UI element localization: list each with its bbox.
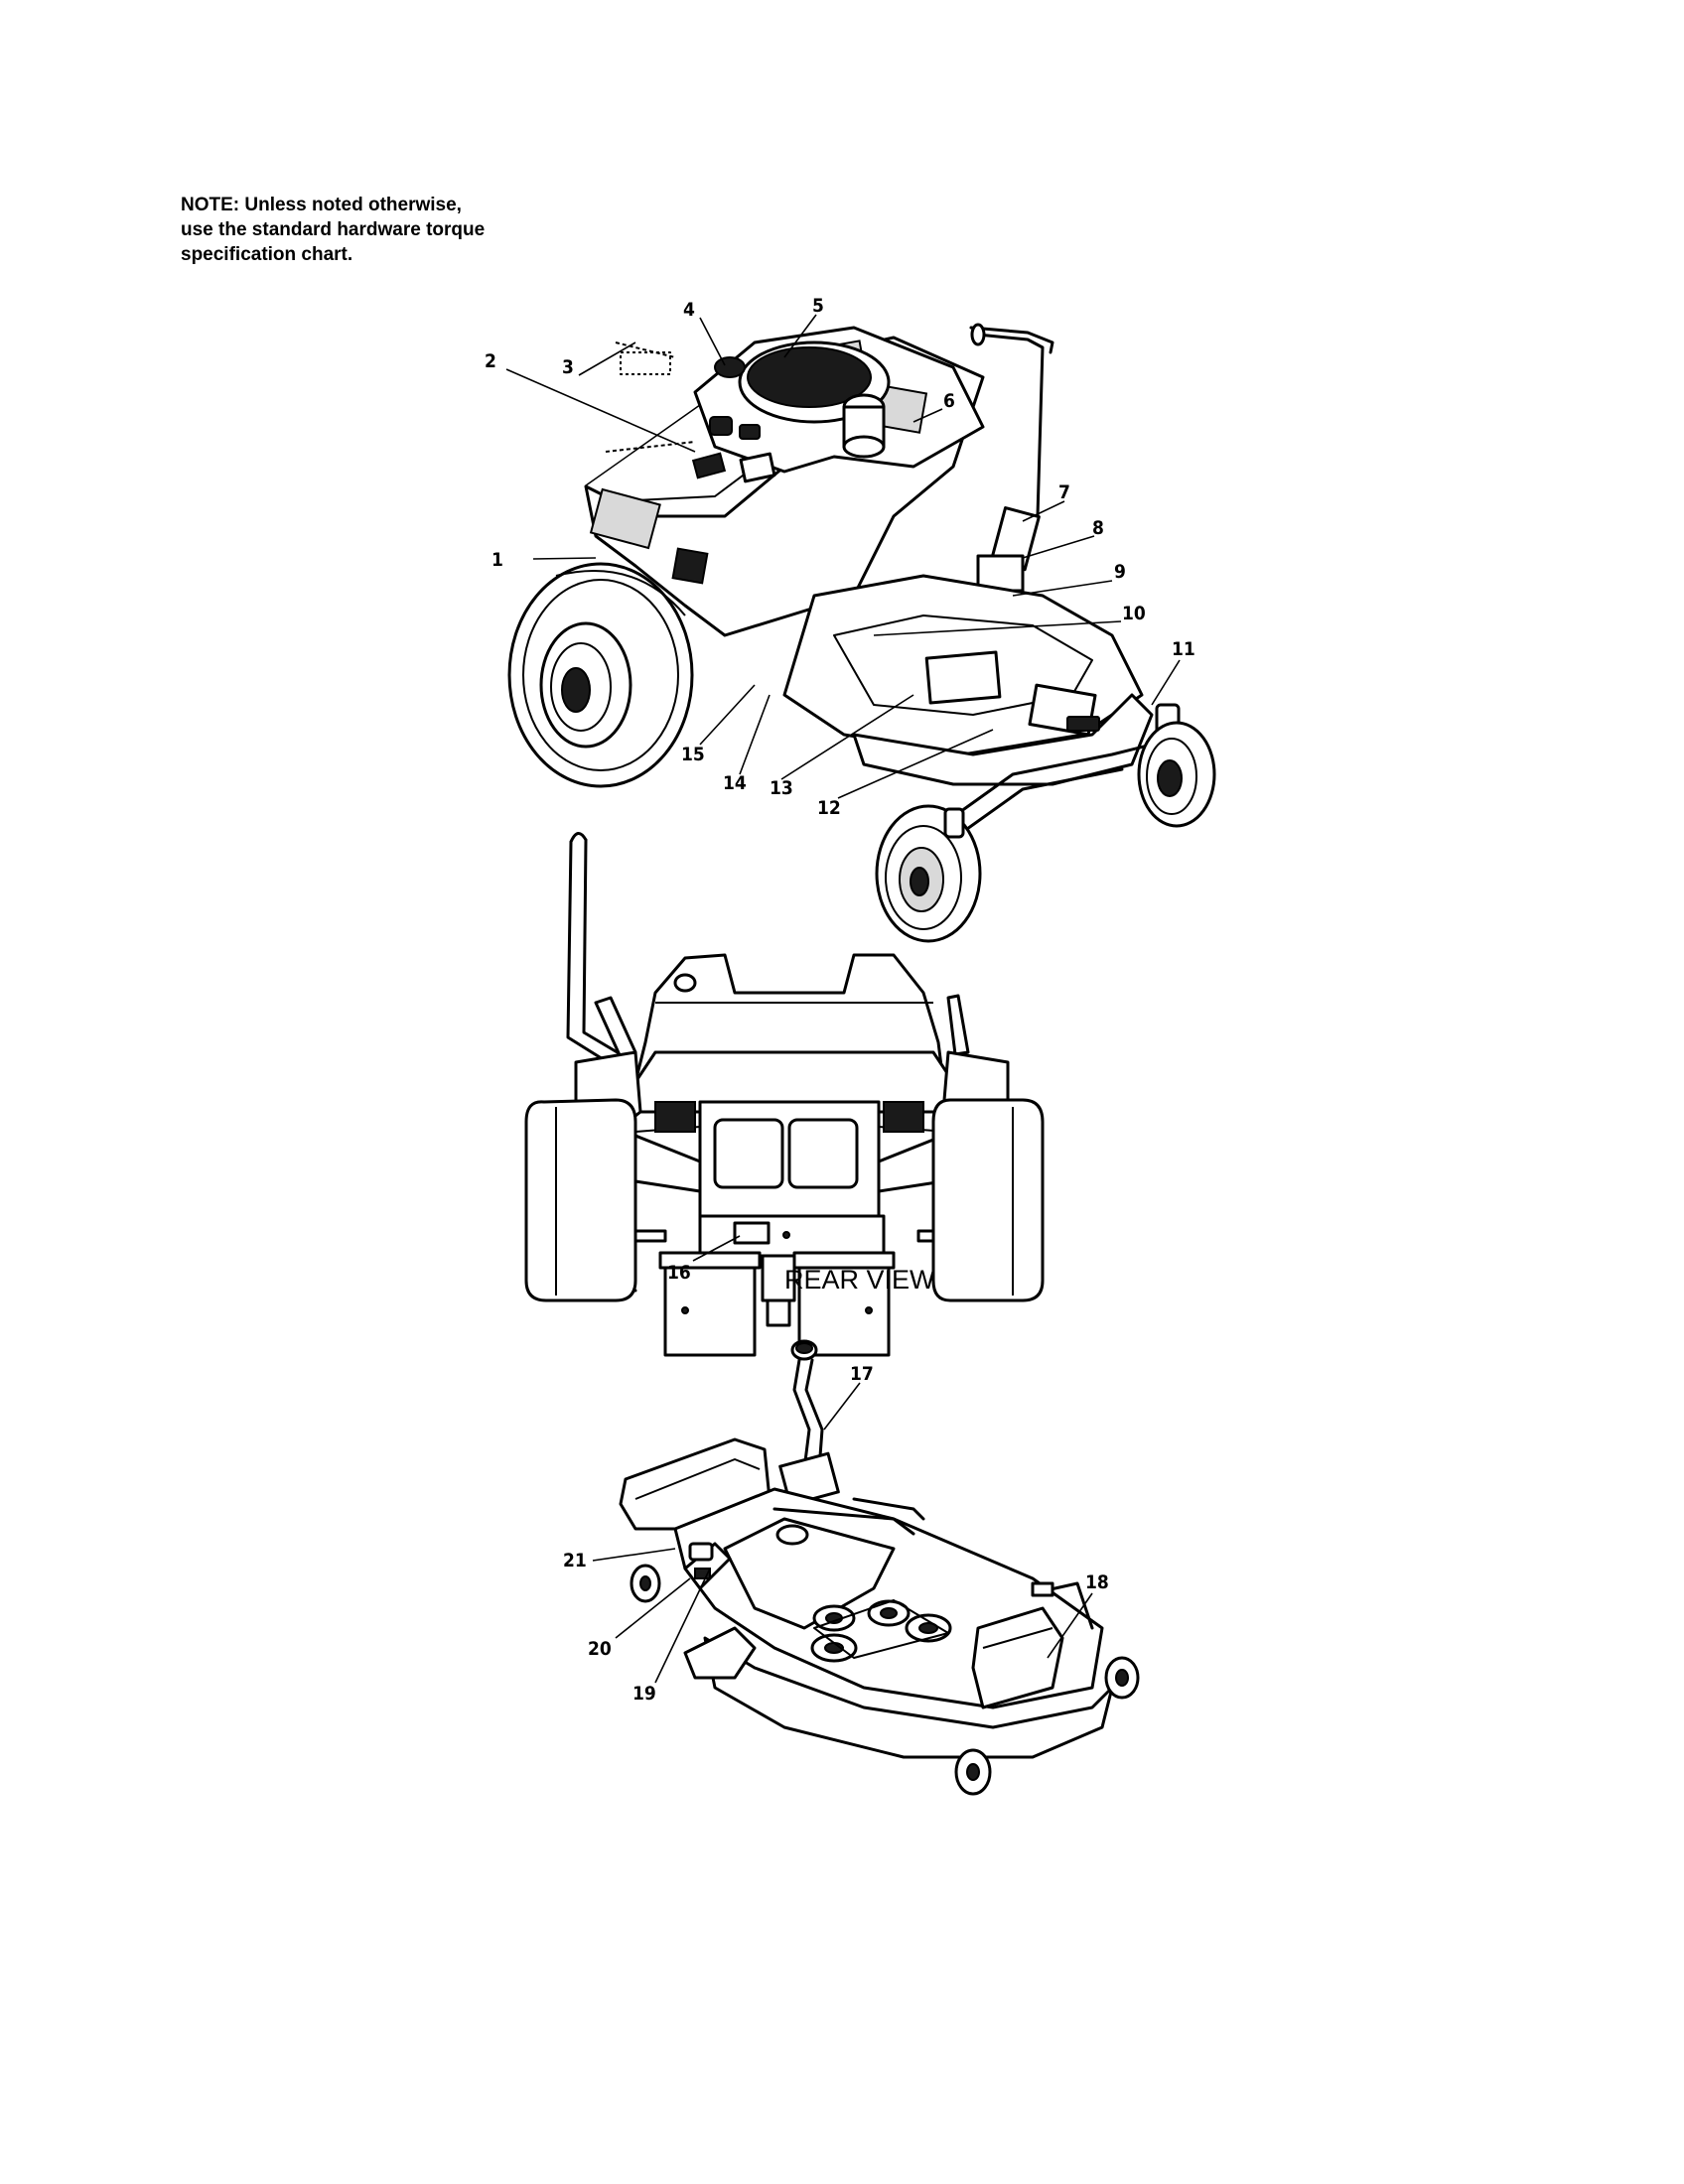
callout-20: 20 xyxy=(588,1638,612,1660)
callout-10: 10 xyxy=(1122,603,1146,624)
callout-2: 2 xyxy=(485,350,496,372)
torque-note: NOTE: Unless noted otherwise, use the st… xyxy=(181,193,578,267)
callout-14: 14 xyxy=(723,772,747,794)
callout-6: 6 xyxy=(943,390,955,412)
rear-wheel-left xyxy=(507,562,694,788)
note-line-3: specification chart. xyxy=(181,244,353,265)
control-lever-right xyxy=(969,323,1054,593)
leader-lines xyxy=(505,314,1181,1684)
mower-deck-view xyxy=(619,1339,1140,1796)
footplate xyxy=(782,574,1154,786)
callout-1: 1 xyxy=(491,549,503,571)
callout-4: 4 xyxy=(683,299,695,321)
callout-8: 8 xyxy=(1092,517,1104,539)
note-line-1: NOTE: Unless noted otherwise, xyxy=(181,195,462,215)
rear-view-caption: REAR VIEW xyxy=(784,1265,935,1295)
callout-13: 13 xyxy=(770,777,793,799)
callout-5: 5 xyxy=(812,295,824,317)
callout-3: 3 xyxy=(562,356,574,378)
mower-body xyxy=(584,326,985,637)
callout-9: 9 xyxy=(1114,561,1126,583)
callout-16: 16 xyxy=(667,1262,691,1284)
callout-21: 21 xyxy=(563,1550,587,1571)
front-wheel-right xyxy=(1137,721,1216,828)
mower-isometric-view xyxy=(507,323,1216,943)
mower-rear-view xyxy=(524,832,1045,1357)
callout-17: 17 xyxy=(850,1363,874,1385)
note-line-2: use the standard hardware torque xyxy=(181,219,486,240)
deck-wheel-left-rear xyxy=(630,1564,661,1603)
callout-12: 12 xyxy=(817,797,841,819)
deck-pulleys xyxy=(810,1599,952,1663)
callout-numbers: 1 2 3 4 5 6 7 8 9 10 11 12 13 14 15 16 1… xyxy=(485,295,1195,1705)
callout-18: 18 xyxy=(1085,1571,1109,1593)
deck-wheel-front-right xyxy=(1104,1656,1140,1700)
callout-7: 7 xyxy=(1058,481,1070,503)
front-wheel-left xyxy=(875,804,982,943)
rear-view-wheel-left xyxy=(524,1098,637,1302)
deck-wheel-front-left xyxy=(954,1748,992,1796)
callout-19: 19 xyxy=(632,1683,656,1705)
engine-dome xyxy=(738,341,891,459)
rear-view-wheel-right xyxy=(931,1098,1045,1302)
callout-11: 11 xyxy=(1172,638,1195,660)
callout-15: 15 xyxy=(681,744,705,765)
